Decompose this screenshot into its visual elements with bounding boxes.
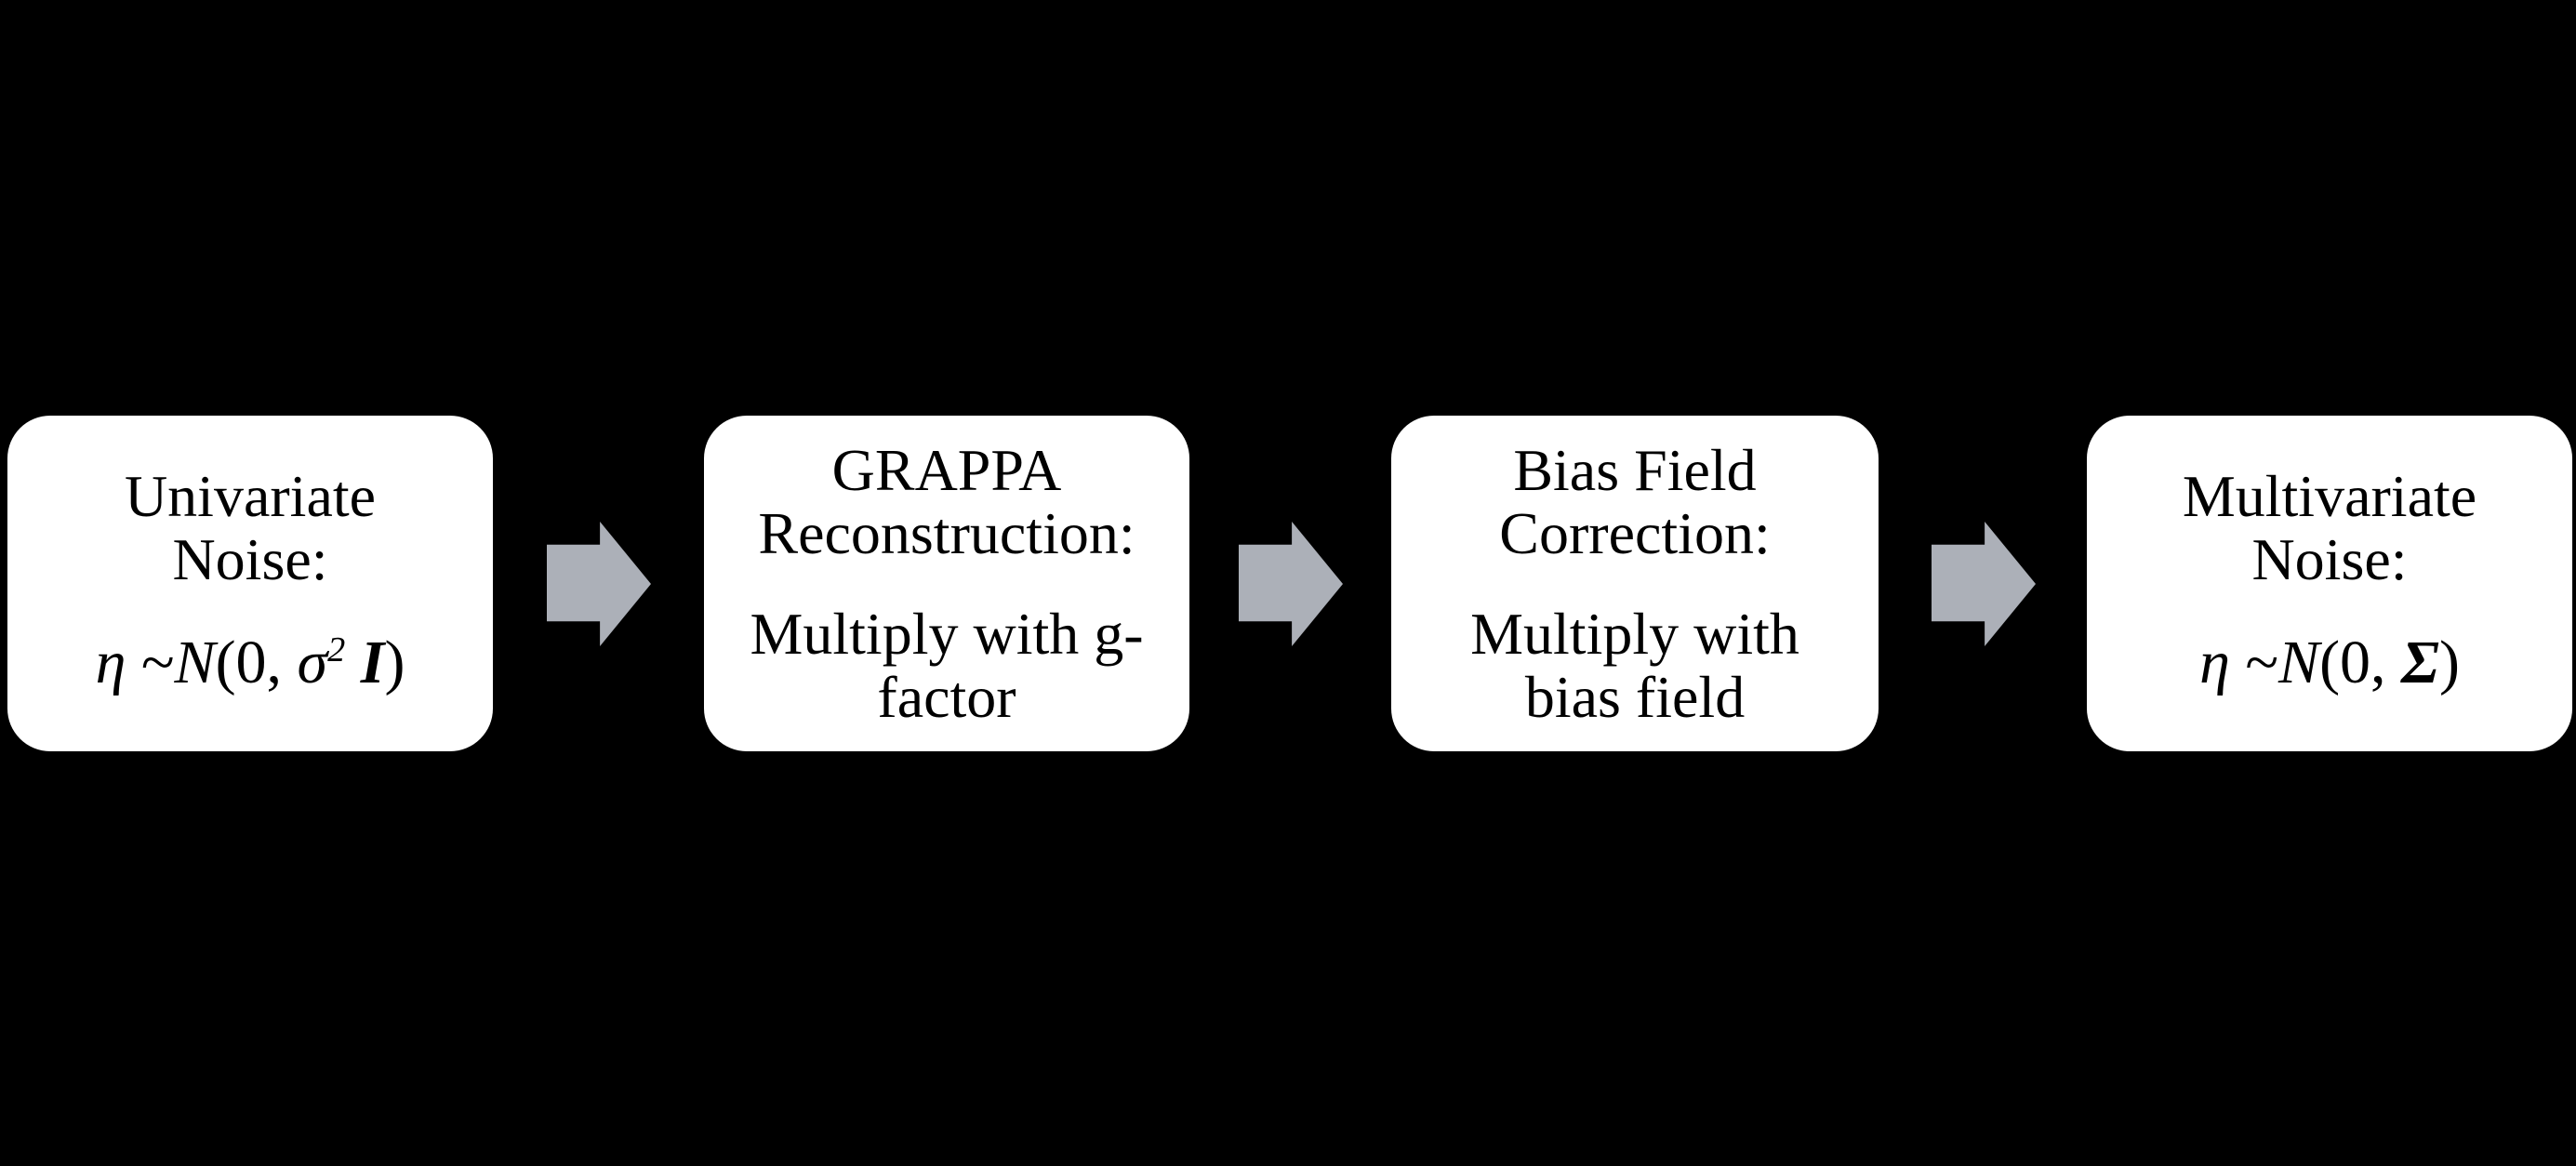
flow-step-bias-field-correction: Bias Field Correction: Multiply with bia… <box>1391 416 1879 751</box>
step-body-line-2: bias field <box>1524 663 1746 730</box>
tilde-operator: ~ <box>126 628 175 696</box>
step-title-line-1: GRAPPA <box>831 436 1062 503</box>
sigma-exponent: 2 <box>327 629 346 669</box>
multivariate-noise-formula: η ~N(0, Σ) <box>2199 623 2460 703</box>
step-title-line-2: Noise: <box>2251 525 2408 592</box>
sigma-symbol: σ <box>297 628 328 696</box>
flow-arrow-1 <box>547 522 651 646</box>
step-title-line-1: Multivariate <box>2182 462 2477 529</box>
step-title: Univariate Noise: <box>124 462 377 592</box>
flow-arrow-3 <box>1932 522 2036 646</box>
normal-distribution-symbol: N <box>174 628 216 696</box>
step-title-line-2: Reconstruction: <box>758 499 1135 566</box>
step-body-line-1: Multiply with g- <box>750 600 1144 667</box>
step-body: Multiply with g- factor <box>750 600 1144 730</box>
close-paren: ) <box>384 628 405 696</box>
step-title-line-1: Bias Field <box>1513 436 1757 503</box>
flow-step-multivariate-noise: Multivariate Noise: η ~N(0, Σ) <box>2087 416 2572 751</box>
formula-space <box>345 629 361 696</box>
open-paren-zero: (0, <box>215 628 298 696</box>
open-paren-zero: (0, <box>2319 628 2402 696</box>
flow-step-grappa-reconstruction: GRAPPA Reconstruction: Multiply with g- … <box>704 416 1189 751</box>
step-title: Bias Field Correction: <box>1499 436 1771 566</box>
flow-step-univariate-noise: Univariate Noise: η ~N(0, σ2 I) <box>7 416 493 751</box>
step-title-line-1: Univariate <box>124 462 377 529</box>
step-title-line-2: Noise: <box>172 525 328 592</box>
close-paren: ) <box>2438 628 2460 696</box>
identity-matrix-symbol: I <box>360 628 385 696</box>
step-body-line-1: Multiply with <box>1470 600 1799 667</box>
step-title: GRAPPA Reconstruction: <box>758 436 1135 566</box>
normal-distribution-symbol: N <box>2278 628 2320 696</box>
step-body-line-2: factor <box>877 663 1016 730</box>
eta-symbol: η <box>95 628 126 696</box>
step-body: Multiply with bias field <box>1470 600 1799 730</box>
flow-arrow-2 <box>1239 522 1343 646</box>
univariate-noise-formula: η ~N(0, σ2 I) <box>96 623 405 703</box>
step-title: Multivariate Noise: <box>2182 462 2477 592</box>
eta-symbol: η <box>2199 628 2230 696</box>
step-title-line-2: Correction: <box>1499 499 1771 566</box>
covariance-matrix-symbol: Σ <box>2401 628 2439 696</box>
tilde-operator: ~ <box>2229 628 2279 696</box>
